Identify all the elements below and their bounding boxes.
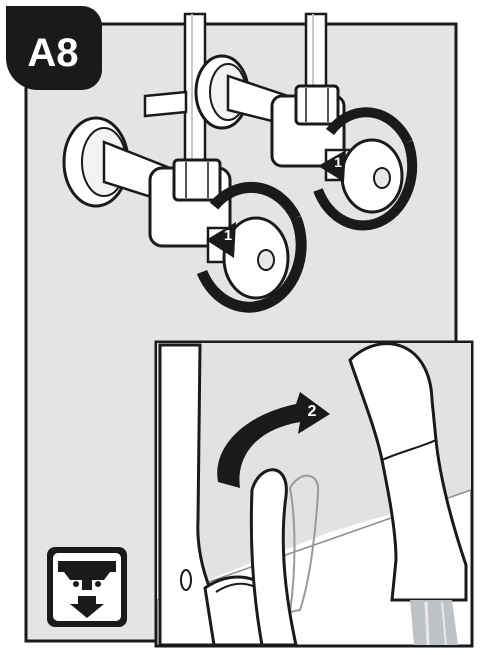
hose-tag: [145, 92, 186, 116]
faucet-inset: 2: [156, 342, 472, 646]
supply-line-right: [306, 14, 326, 92]
rotation-label-right: 1: [334, 154, 342, 170]
water-stream: [410, 600, 458, 645]
lever-arrow-label: 2: [308, 403, 317, 420]
rotation-label-left: 1: [224, 227, 232, 244]
step-label: A8: [27, 31, 78, 75]
step-badge: A8: [6, 6, 102, 90]
shutoff-valve-drain-icon: [47, 547, 127, 627]
